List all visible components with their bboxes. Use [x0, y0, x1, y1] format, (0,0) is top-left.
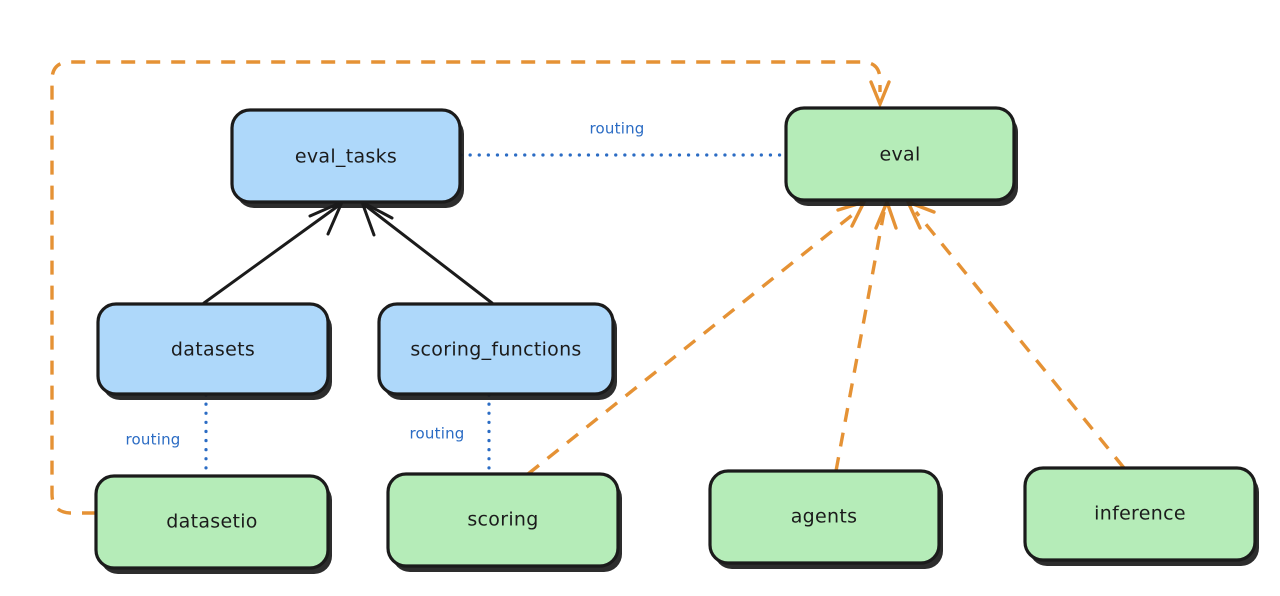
edge-path-datasetio-eval [50, 60, 882, 515]
node-inference[interactable]: inference [1023, 466, 1259, 566]
node-datasetio-body [94, 474, 330, 570]
node-eval[interactable]: eval [784, 106, 1018, 206]
node-datasets-body [96, 302, 330, 396]
node-agents-body [708, 469, 941, 565]
edge-label-routing-scoring-functions: routing [410, 425, 465, 443]
node-inference-label: inference [1094, 503, 1186, 525]
node-inference-body [1023, 466, 1257, 562]
edge-label-routing-datasets: routing [126, 431, 181, 449]
node-eval-label: eval [879, 144, 920, 166]
edge-inference-to-eval [904, 198, 1126, 470]
edge-scoring-functions-to-eval-tasks [359, 198, 494, 305]
node-scoring[interactable]: scoring [386, 472, 622, 572]
edge-path-agents-eval [834, 211, 886, 472]
node-agents-label: agents [791, 506, 858, 528]
node-scoring-body [386, 472, 620, 568]
edge-datasetio-to-eval [50, 60, 891, 515]
node-eval-tasks-body [230, 108, 462, 204]
edge-path-scoring-functions-eval-tasks [364, 204, 494, 305]
node-scoring-functions-body [377, 302, 615, 396]
arrowhead-datasetio-eval [869, 80, 891, 109]
node-datasetio-label: datasetio [166, 511, 257, 533]
node-scoring-functions-label: scoring_functions [410, 339, 581, 361]
edge-path-inference-eval [914, 210, 1126, 470]
node-datasetio[interactable]: datasetio [94, 474, 332, 574]
edge-label-routing-eval-tasks: routing [590, 120, 645, 138]
node-datasets[interactable]: datasets [96, 302, 332, 400]
edge-datasets-to-eval-tasks [202, 199, 345, 305]
edge-path-datasets-eval-tasks [202, 204, 340, 305]
edge-label-layer: routing routing routing [126, 120, 645, 449]
node-datasets-label: datasets [171, 339, 255, 361]
node-scoring-functions[interactable]: scoring_functions [377, 302, 617, 400]
node-eval-body [784, 106, 1016, 202]
node-layer: eval_tasks eval datasets scoring_functio… [94, 106, 1259, 574]
node-eval-tasks[interactable]: eval_tasks [230, 108, 464, 208]
edge-path-scoring-eval [526, 210, 858, 476]
node-eval-tasks-label: eval_tasks [295, 146, 397, 168]
edge-agents-to-eval [834, 197, 898, 472]
node-agents[interactable]: agents [708, 469, 943, 569]
node-scoring-label: scoring [467, 509, 538, 531]
